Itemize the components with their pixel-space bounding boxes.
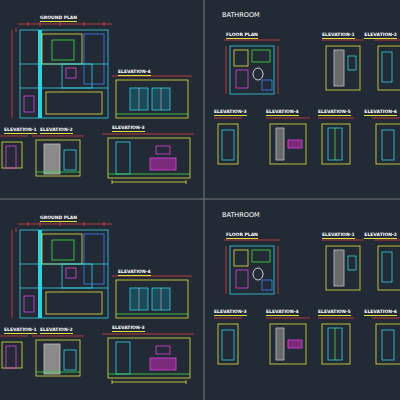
elevation-title: ELEVATION-4 — [266, 310, 299, 316]
plan-title: GROUND PLAN — [40, 16, 77, 22]
elevation-title: ELEVATION-2 — [364, 33, 397, 39]
elevation-title: ELEVATION-3 — [214, 110, 247, 116]
elevation-title: ELEVATION-3 — [214, 310, 247, 316]
elevation-title: ELEVATION-1 — [4, 128, 37, 134]
elevation-title: ELEVATION-4 — [118, 70, 151, 76]
elevation-title: ELEVATION-1 — [4, 328, 37, 334]
plan-title: FLOOR PLAN — [226, 33, 258, 39]
elevation-title: ELEVATION-4 — [266, 110, 299, 116]
elevation-title: ELEVATION-2 — [40, 328, 73, 334]
elevation-title: ELEVATION-1 — [322, 233, 355, 239]
elevation-title: ELEVATION-3 — [112, 126, 145, 132]
elevation-title: ELEVATION-3 — [112, 326, 145, 332]
plan-title: FLOOR PLAN — [226, 233, 258, 239]
sheet-title: BATHROOM — [222, 12, 260, 19]
elevation-title: ELEVATION-2 — [364, 233, 397, 239]
elevation-title: ELEVATION-5 — [318, 310, 351, 316]
elevation-title: ELEVATION-2 — [40, 128, 73, 134]
elevation-title: ELEVATION-4 — [118, 270, 151, 276]
elevation-title: ELEVATION-5 — [318, 110, 351, 116]
plan-title: GROUND PLAN — [40, 216, 77, 222]
elevation-title: ELEVATION-1 — [322, 33, 355, 39]
elevation-title: ELEVATION-6 — [364, 310, 397, 316]
sheet-title: BATHROOM — [222, 212, 260, 219]
elevation-title: ELEVATION-6 — [364, 110, 397, 116]
